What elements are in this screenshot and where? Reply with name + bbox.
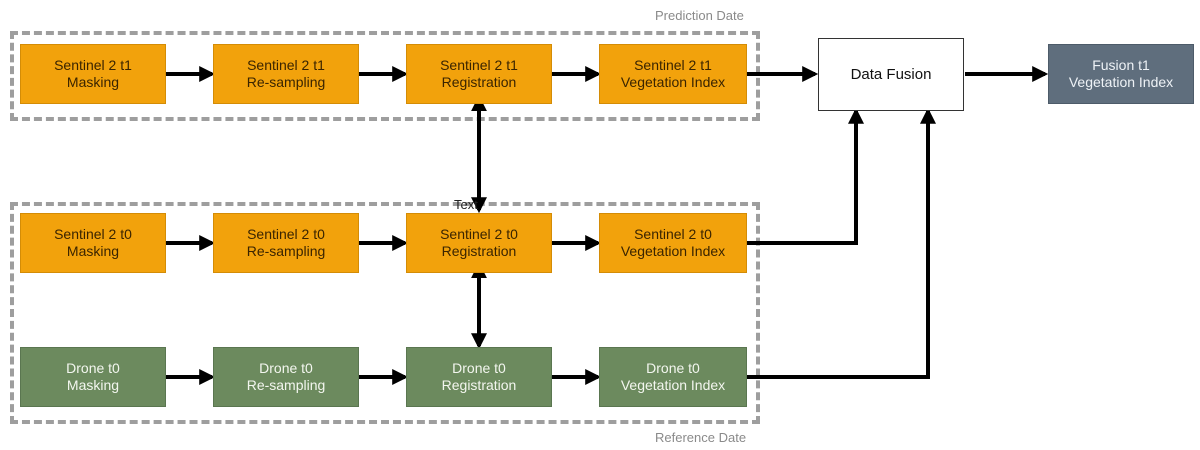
reference-date-label: Reference Date <box>655 430 747 445</box>
prediction-date-label: Prediction Date <box>655 8 744 23</box>
node-data-fusion[interactable]: Data Fusion <box>818 38 964 111</box>
node-sentinel2-t0-registration[interactable]: Sentinel 2 t0 Registration <box>406 213 552 273</box>
node-sentinel2-t0-resampling[interactable]: Sentinel 2 t0 Re-sampling <box>213 213 359 273</box>
arrow-s2t0-vi-fusion <box>747 107 864 245</box>
node-drone-t0-resampling[interactable]: Drone t0 Re-sampling <box>213 347 359 407</box>
node-sentinel2-t1-masking[interactable]: Sentinel 2 t1 Masking <box>20 44 166 104</box>
node-drone-t0-vegetation-index[interactable]: Drone t0 Vegetation Index <box>599 347 747 407</box>
stray-text-label: Text <box>454 197 478 212</box>
node-sentinel2-t1-registration[interactable]: Sentinel 2 t1 Registration <box>406 44 552 104</box>
node-sentinel2-t1-vegetation-index[interactable]: Sentinel 2 t1 Vegetation Index <box>599 44 747 104</box>
node-fusion-t1-vegetation-index[interactable]: Fusion t1 Vegetation Index <box>1048 44 1194 104</box>
node-sentinel2-t0-vegetation-index[interactable]: Sentinel 2 t0 Vegetation Index <box>599 213 747 273</box>
node-drone-t0-registration[interactable]: Drone t0 Registration <box>406 347 552 407</box>
node-sentinel2-t1-resampling[interactable]: Sentinel 2 t1 Re-sampling <box>213 44 359 104</box>
reference-date-group <box>10 202 760 424</box>
arrow-drone-vi-fusion <box>747 107 936 379</box>
node-drone-t0-masking[interactable]: Drone t0 Masking <box>20 347 166 407</box>
node-sentinel2-t0-masking[interactable]: Sentinel 2 t0 Masking <box>20 213 166 273</box>
